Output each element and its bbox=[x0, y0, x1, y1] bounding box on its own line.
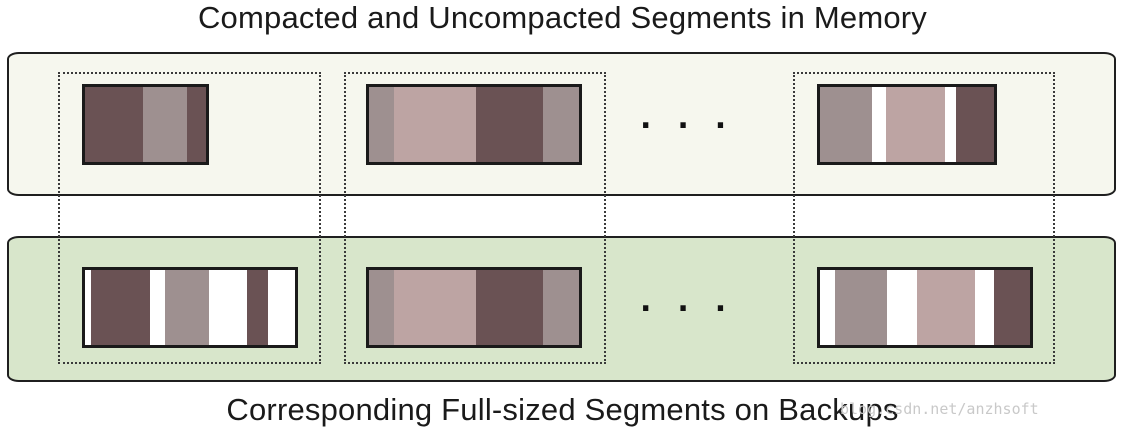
object-strip-gray bbox=[820, 87, 873, 162]
segment-pair-outline-1 bbox=[58, 72, 321, 364]
free-space-strip bbox=[945, 87, 956, 162]
backup-segment-1 bbox=[82, 267, 298, 348]
object-strip-gray bbox=[543, 270, 579, 345]
segment-pair-outline-2 bbox=[344, 72, 606, 364]
free-space-strip bbox=[975, 270, 995, 345]
free-space-strip bbox=[208, 270, 247, 345]
free-space-strip bbox=[85, 270, 92, 345]
free-space-strip bbox=[887, 270, 917, 345]
object-strip-dark bbox=[476, 270, 544, 345]
object-strip-pink bbox=[394, 87, 477, 162]
diagram-title-bottom: Corresponding Full-sized Segments on Bac… bbox=[226, 392, 899, 427]
memory-segment-uncompacted bbox=[366, 84, 582, 165]
object-strip-gray bbox=[369, 270, 395, 345]
object-strip-gray bbox=[834, 270, 888, 345]
diagram-title-top: Compacted and Uncompacted Segments in Me… bbox=[197, 0, 928, 35]
object-strip-dark bbox=[246, 270, 268, 345]
free-space-strip bbox=[150, 270, 165, 345]
free-space-strip bbox=[267, 270, 295, 345]
object-strip-dark bbox=[476, 87, 544, 162]
object-strip-gray bbox=[369, 87, 395, 162]
object-strip-gray bbox=[543, 87, 579, 162]
free-space-strip bbox=[872, 87, 887, 162]
ellipsis-memory: ... bbox=[640, 101, 753, 136]
backup-segment-2 bbox=[366, 267, 582, 348]
ellipsis-backups: ... bbox=[640, 284, 753, 319]
object-strip-dark bbox=[955, 87, 994, 162]
memory-segment-compacted-1 bbox=[82, 84, 209, 165]
object-strip-pink bbox=[916, 270, 976, 345]
watermark: blog.csdn.net/anzhsoft bbox=[840, 400, 1039, 418]
object-strip-gray bbox=[143, 87, 187, 162]
object-strip-gray bbox=[164, 270, 209, 345]
object-strip-dark bbox=[994, 270, 1030, 345]
object-strip-dark bbox=[186, 87, 206, 162]
object-strip-dark bbox=[91, 270, 151, 345]
segment-pair-outline-3 bbox=[793, 72, 1055, 364]
object-strip-dark bbox=[85, 87, 144, 162]
object-strip-pink bbox=[886, 87, 946, 162]
backup-segment-3 bbox=[817, 267, 1033, 348]
free-space-strip bbox=[820, 270, 835, 345]
memory-segment-compacted-2 bbox=[817, 84, 997, 165]
object-strip-pink bbox=[394, 270, 477, 345]
